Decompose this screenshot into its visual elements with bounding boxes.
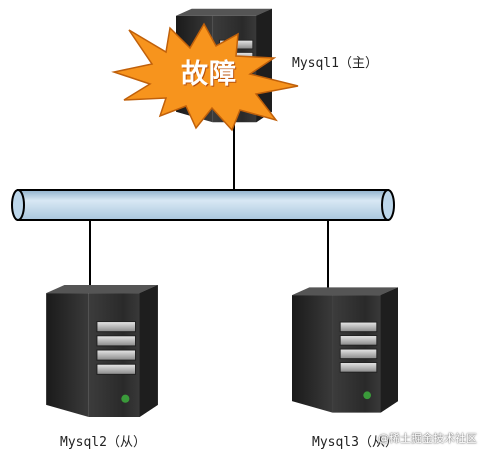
master-label: Mysql1（主）: [292, 56, 378, 71]
slave2-label: Mysql3（从）: [312, 435, 398, 450]
slave1-server-icon: [46, 285, 158, 417]
failure-burst-icon: [111, 22, 299, 132]
failure-status-text: 故障: [181, 59, 237, 90]
slave2-server-icon: [292, 286, 398, 414]
network-bus: [11, 189, 395, 221]
slave1-label: Mysql2（从）: [60, 435, 146, 450]
watermark: @稀土掘金技术社区: [378, 432, 477, 445]
